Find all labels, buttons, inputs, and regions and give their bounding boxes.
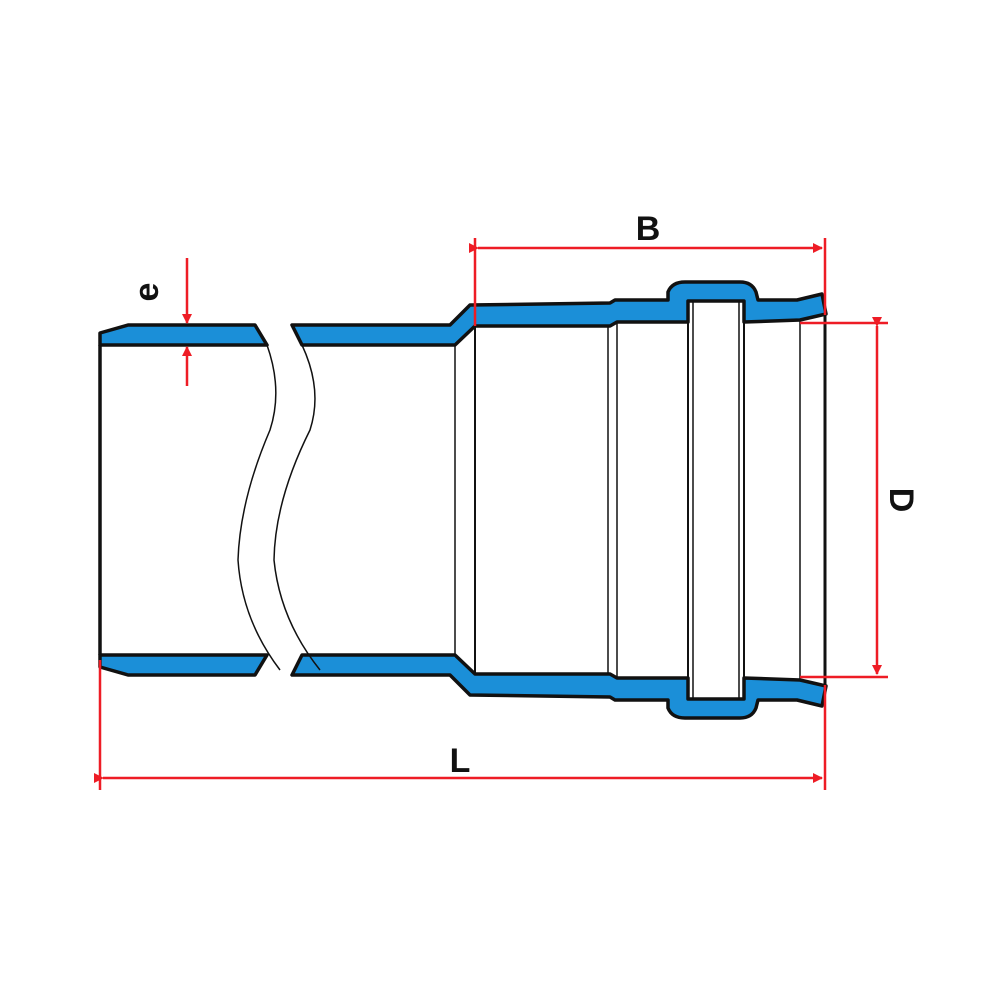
label-L: L <box>450 742 471 780</box>
pipe-bottom-wall <box>98 653 828 720</box>
dimension-lines <box>94 238 888 790</box>
label-e: e <box>128 283 166 302</box>
label-D: D <box>882 488 920 513</box>
pipe-top-wall <box>98 280 828 347</box>
pipe-body-lines <box>98 301 827 699</box>
label-B: B <box>636 210 661 248</box>
